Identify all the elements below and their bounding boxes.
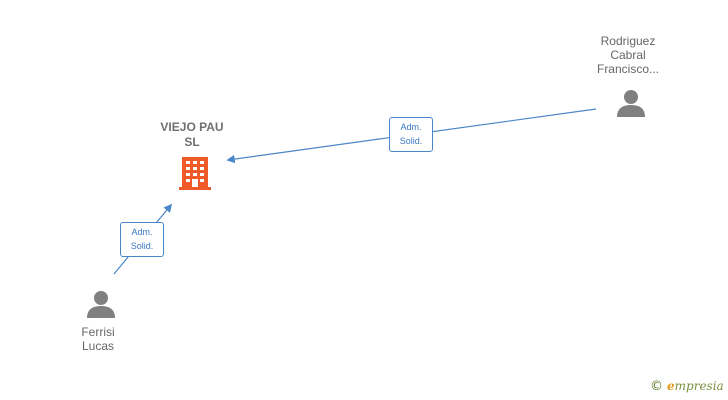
person-icon[interactable] [86, 289, 116, 319]
person-rodriguez-name[interactable]: Rodriguez Cabral Francisco... [578, 34, 678, 76]
copyright-icon: © [650, 379, 663, 394]
edge-label-ferrisi-company[interactable]: Adm. Solid. [120, 222, 164, 257]
company-name[interactable]: VIEJO PAU SL [142, 120, 242, 150]
building-icon[interactable] [179, 155, 211, 191]
edge-label-line2: Solid. [130, 241, 154, 251]
person-rodriguez-line2: Cabral [610, 48, 646, 62]
edge-label-line2: Solid. [399, 136, 423, 146]
person-ferrisi-line2: Lucas [81, 339, 115, 353]
company-name-line1: VIEJO PAU [160, 120, 224, 134]
person-ferrisi-line1: Ferrisi [81, 325, 115, 339]
brand-rest: mpresia [674, 379, 724, 393]
person-rodriguez-line3: Francisco... [596, 62, 659, 76]
edge-label-line1: Adm. [131, 227, 153, 237]
edge-label-rodriguez-company[interactable]: Adm. Solid. [389, 117, 433, 152]
person-ferrisi-name[interactable]: Ferrisi Lucas [48, 325, 148, 353]
edge-label-line1: Adm. [400, 122, 422, 132]
person-rodriguez-line1: Rodriguez [600, 34, 656, 48]
company-name-line2: SL [184, 135, 200, 149]
person-icon[interactable] [616, 88, 646, 118]
empresia-logo[interactable]: © empresia [650, 379, 724, 394]
brand-first-letter: e [667, 379, 675, 393]
